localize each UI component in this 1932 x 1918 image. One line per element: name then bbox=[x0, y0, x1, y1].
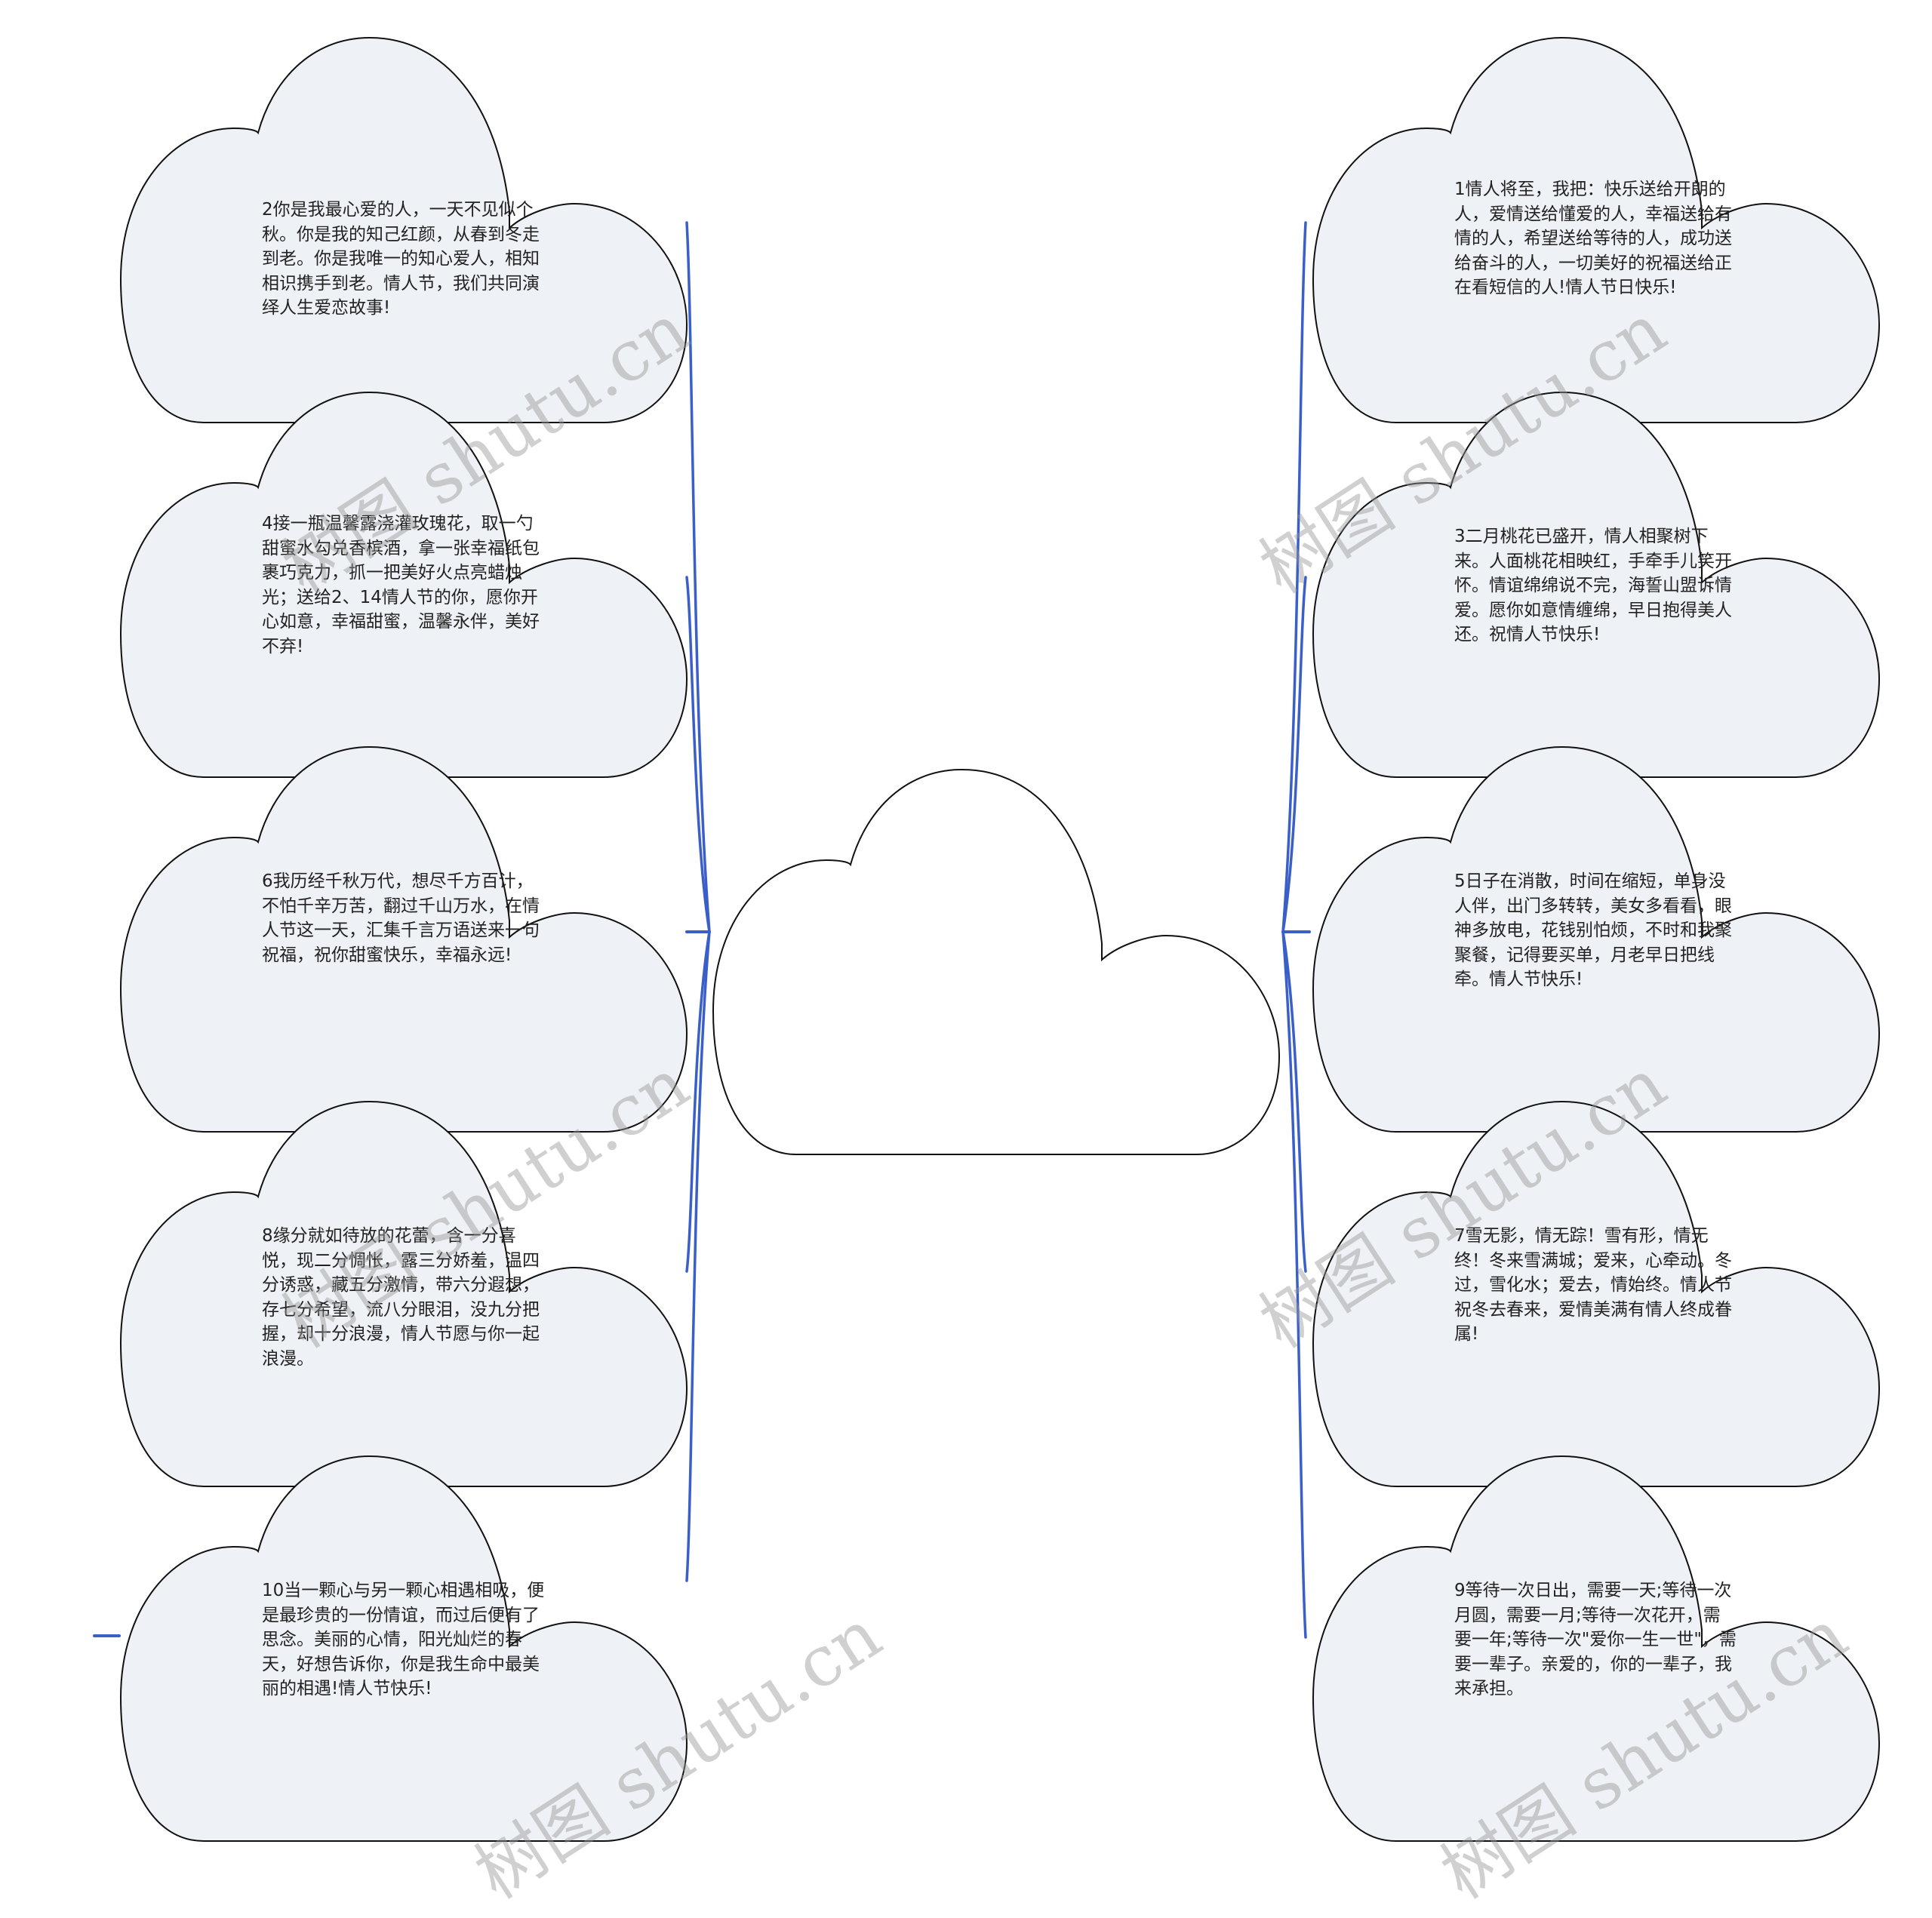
connector-left-8 bbox=[685, 930, 711, 1273]
connector-right-1 bbox=[1281, 221, 1307, 933]
node-text-8: 8缘分就如待放的花蕾，含一分喜悦，现二分惆怅，露三分娇羞，温四分诱惑，藏五分激情… bbox=[262, 1226, 540, 1369]
mind-map-canvas bbox=[93, 37, 1880, 1842]
node-text-6: 6我历经千秋万代，想尽千方百计，不怕千辛万苦，翻过千山万水，在情人节这一天，汇集… bbox=[262, 871, 540, 965]
node-text-5: 5日子在消散，时间在缩短，单身没人伴，出门多转转，美女多看看，眼神多放电，花钱别… bbox=[1454, 871, 1732, 989]
node-text-1: 1情人将至，我把：快乐送给开朗的人，爱情送给懂爱的人，幸福送给有情的人，希望送给… bbox=[1454, 180, 1732, 297]
root-node[interactable] bbox=[712, 769, 1280, 1155]
node-text-7: 7雪无影，情无踪！雪有形，情无终！冬来雪满城；爱来，心牵动。冬过，雪化水；爱去，… bbox=[1454, 1226, 1732, 1344]
connector-right-9 bbox=[1281, 930, 1307, 1639]
connectors bbox=[93, 221, 1311, 1639]
node-text-4: 4接一瓶温馨露浇灌玫瑰花，取一勺甜蜜水勾兑香槟酒，拿一张幸福纸包裹巧克力，抓一把… bbox=[262, 514, 540, 656]
node-text-3: 3二月桃花已盛开，情人相聚树下来。人面桃花相映红，手牵手儿笑开怀。情谊绵绵说不完… bbox=[1454, 527, 1732, 644]
connector-left-4 bbox=[685, 576, 711, 933]
connector-right-7 bbox=[1281, 930, 1307, 1273]
node-text-2: 2你是我最心爱的人，一天不见似个秋。你是我的知己红颜，从春到冬走到老。你是我唯一… bbox=[262, 200, 540, 318]
node-text-10: 10当一颗心与另一颗心相遇相吸，便是最珍贵的一份情谊，而过后便有了思念。美丽的心… bbox=[262, 1581, 545, 1698]
connector-right-3 bbox=[1281, 576, 1307, 933]
connector-left-2 bbox=[685, 221, 711, 933]
node-text-9: 9等待一次日出，需要一天;等待一次月圆，需要一月;等待一次花开，需要一年;等待一… bbox=[1454, 1581, 1737, 1698]
connector-left-10 bbox=[685, 930, 711, 1582]
